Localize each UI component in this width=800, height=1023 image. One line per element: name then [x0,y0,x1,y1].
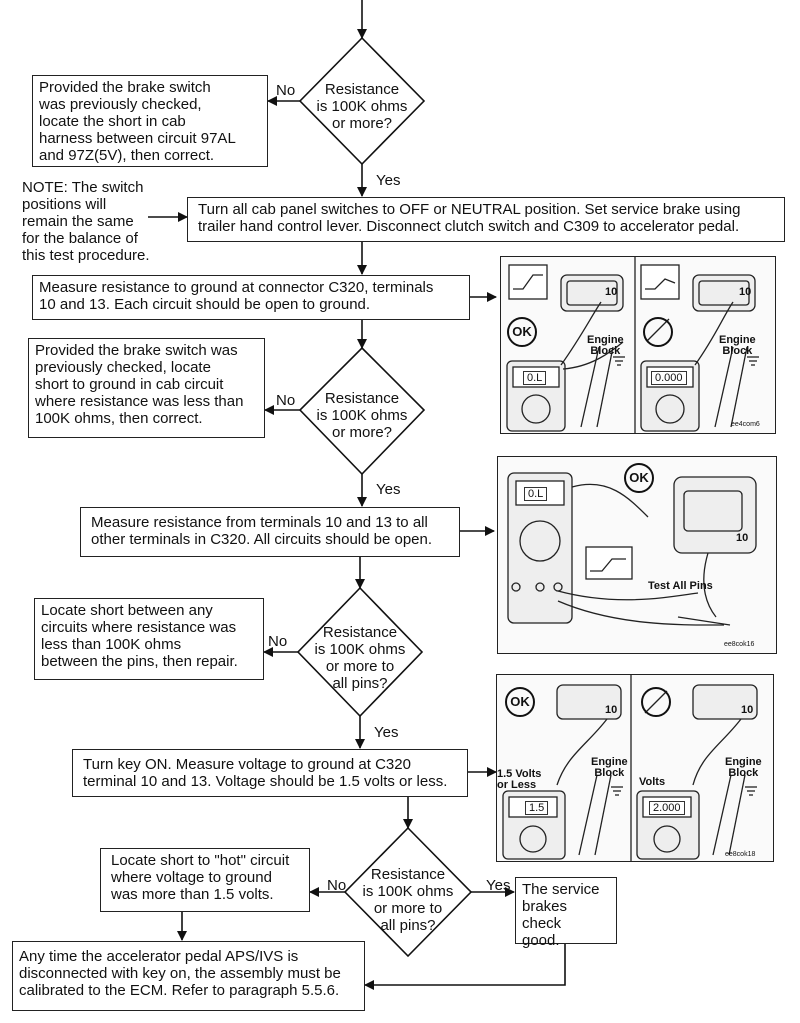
pin-10-label: 10 [605,704,618,716]
engine-block-label: Engine Block [719,334,756,357]
illustration-voltage-test: OK 10 10 1.5 Volts or Less Volts Engine … [496,674,774,862]
step-short-ground: Provided the brake switch was previously… [28,338,265,438]
figure-id: ee4com6 [731,421,760,428]
meter-reading: 0.L [523,371,547,385]
no-label-1: No [276,82,296,99]
decision-1-text: Resistance is 100K ohms or more? [316,81,408,132]
switch-note: NOTE: The switch positions will remain t… [22,179,150,264]
engine-block-label: Engine Block [587,334,624,357]
step-short-ground-text: Provided the brake switch was previously… [35,342,244,427]
meter-reading: 1.5 [525,801,549,815]
meter-reading: 0.L [524,487,548,501]
step-short-97al: Provided the brake switch was previously… [32,75,268,167]
volts-label: Volts [639,776,666,788]
step-measure-terminals: Measure resistance from terminals 10 and… [80,507,460,557]
pin-10-label: 10 [605,286,618,298]
step-short-97al-text: Provided the brake switch was previously… [39,79,236,164]
figure-id: ee8cok16 [724,641,755,648]
no-label-3: No [268,633,288,650]
step-brakes-good-text: The service brakes check good. [522,881,600,949]
volts-or-less-label: 1.5 Volts or Less [497,768,542,791]
illustration-pins-test: OK 0.L 10 Test All Pins ee8cok16 [497,456,777,654]
pin-10-label: 10 [736,532,749,544]
test-all-pins-label: Test All Pins [648,580,713,592]
step-short-hot: Locate short to "hot" circuit where volt… [100,848,310,912]
ok-icon: OK [624,463,654,493]
decision-4-text: Resistance is 100K ohms or more to all p… [362,866,454,934]
pin-10-label: 10 [739,286,752,298]
step-short-pins: Locate short between any circuits where … [34,598,264,680]
meter-reading: 0.000 [651,371,687,385]
pins-test-drawing [507,472,757,626]
decision-3-text: Resistance is 100K ohms or more to all p… [314,624,406,692]
yes-label-3: Yes [374,724,399,741]
step-switches-off: Turn all cab panel switches to OFF or NE… [187,197,785,242]
yes-label-4: Yes [486,877,511,894]
prohibited-icon [643,317,673,347]
ok-icon: OK [505,687,535,717]
step-short-pins-text: Locate short between any circuits where … [41,602,238,670]
illustration-ground-test: OK 10 10 Engine Block Engine Block 0.L 0… [500,256,776,434]
no-label-4: No [327,877,347,894]
ok-icon: OK [507,317,537,347]
yes-label-2: Yes [376,481,401,498]
pin-10-label: 10 [741,704,754,716]
step-short-hot-text: Locate short to "hot" circuit where volt… [111,852,290,903]
step-key-on: Turn key ON. Measure voltage to ground a… [72,749,468,797]
yes-label-1: Yes [376,172,401,189]
meter-reading: 2.000 [649,801,685,815]
step-measure-ground: Measure resistance to ground at connecto… [32,275,470,320]
step-key-on-text: Turn key ON. Measure voltage to ground a… [83,756,448,790]
step-switches-off-text: Turn all cab panel switches to OFF or NE… [198,201,741,235]
step-measure-ground-text: Measure resistance to ground at connecto… [39,279,434,313]
engine-block-label: Engine Block [725,756,762,779]
no-label-2: No [276,392,296,409]
prohibited-icon [641,687,671,717]
step-calibrate: Any time the accelerator pedal APS/IVS i… [12,941,365,1011]
figure-id: ee8cok18 [725,851,756,858]
decision-2-text: Resistance is 100K ohms or more? [316,390,408,441]
step-calibrate-text: Any time the accelerator pedal APS/IVS i… [19,948,341,999]
engine-block-label: Engine Block [591,756,628,779]
step-measure-terminals-text: Measure resistance from terminals 10 and… [91,514,433,548]
step-brakes-good: The service brakes check good. [515,877,617,949]
